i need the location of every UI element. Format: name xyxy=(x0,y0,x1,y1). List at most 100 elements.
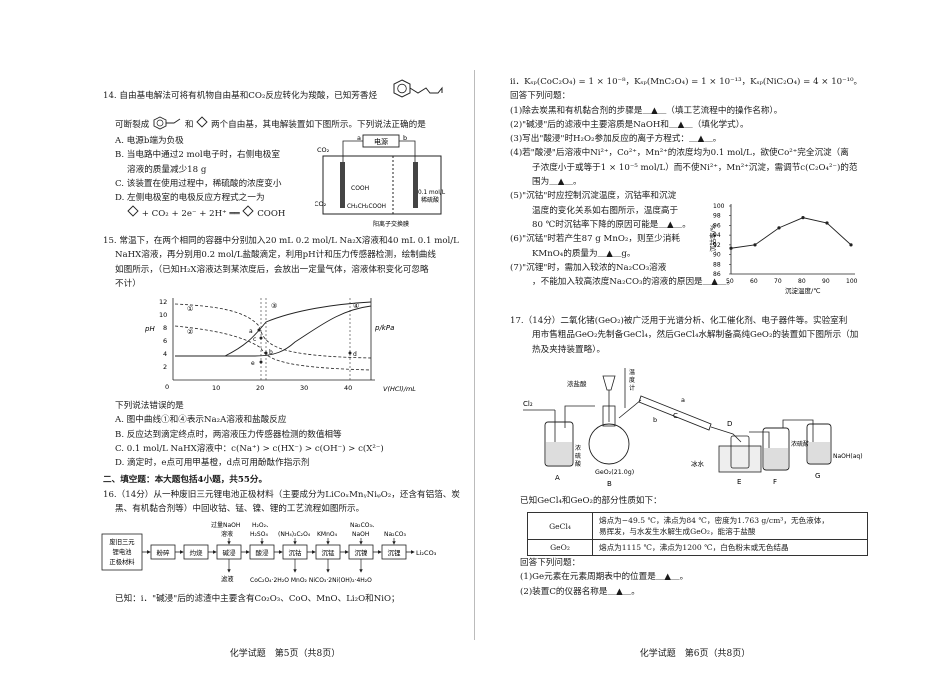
reagent-na2co3-1: Na₂CO₃、 xyxy=(350,522,378,529)
co-chart-xtick: 70 xyxy=(774,278,782,285)
q17-sub1: (1)Ge元素在元素周期表中的位置是＿▲＿。 xyxy=(520,572,689,583)
q16-sub7a: (7)"沉锂"时，需加入较浓的Na₂CO₃溶液 xyxy=(510,262,667,273)
q15-origin: 0 xyxy=(165,383,169,391)
q15-curve-label-2: ② xyxy=(187,328,193,336)
flow-step-acid-leach: 酸浸 xyxy=(256,548,270,557)
q17-stem3: 热及夹持装置略）。 xyxy=(532,344,606,355)
q16-sub3: (3)写出"酸浸"时H₂O₂参加反应的离子方程式：＿▲＿。 xyxy=(510,134,722,145)
q16-continued: ⅱ．Kₛₚ(CoC₂O₄) = 1 × 10⁻⁸，Kₛₚ(MnC₂O₄) = 1… xyxy=(510,75,862,289)
co-chart-ytick: 94 xyxy=(713,232,721,239)
q15-curve-label-1: ① xyxy=(187,305,193,313)
q15-point-b: b xyxy=(269,349,273,356)
flow-start-line1: 废旧三元 xyxy=(109,537,135,546)
q16-sub4a: (4)若"酸浸"后溶液中Ni²⁺，Co²⁺，Mn²⁺的浓度均为0.1 mol/L… xyxy=(510,148,849,159)
q15-stem2: NaHX溶液，再分别用0.2 mol/L盐酸滴定，利用pH计和压力传感器检测，绘… xyxy=(115,250,436,261)
q16-sub4c: 围为＿▲＿。 xyxy=(532,177,582,188)
q15-xtick-10: 10 xyxy=(212,384,220,392)
co2-top-label: CO₂ xyxy=(317,146,330,154)
app-h2so4-a3: 酸 xyxy=(575,460,581,468)
co-chart-xtick: 60 xyxy=(750,278,758,285)
flow-precipitates: CoC₂O₄·2H₂O MnO₂ NiCO₃·2Ni(OH)₂·4H₂O xyxy=(250,577,372,584)
q14-option-c: C. 该装置在使用过程中，稀硫酸的浓度变小 xyxy=(115,178,282,189)
q14-option-d2-product: COOH xyxy=(257,209,286,220)
receiver-e xyxy=(730,435,750,469)
co-chart-ytick: 90 xyxy=(713,252,721,259)
electrolytic-cell xyxy=(322,155,442,215)
app-naoh-label: NaOH(aq) xyxy=(833,453,863,460)
q16-stem2: 黑、有机黏合剂等）中回收钴、锰、镍、锂的工艺流程如图所示。 xyxy=(115,504,365,515)
q15-xtick-20: 20 xyxy=(256,384,264,392)
app-label-f: F xyxy=(773,478,777,486)
q16-sub7b: ，不能加入较高浓度Na₂CO₃的溶液的原因是＿▲＿。 xyxy=(532,277,736,288)
co-chart-data-point xyxy=(825,221,829,225)
q15-curve-label-3: ③ xyxy=(271,302,277,310)
co-chart-data-point xyxy=(849,243,853,247)
q14-stem1-text: 14. 自由基电解法可将有机物自由基和CO₂反应转化为羧酸，已知芳香烃 xyxy=(103,91,378,101)
table-cell-props: 熔点为1115 ℃，沸点为1200 ℃，白色粉末或无色结晶 xyxy=(592,539,868,556)
co-chart-ylabel: 沉钴率/% xyxy=(708,224,717,252)
q15-ytick-2: 2 xyxy=(163,363,167,371)
app-thermo-3: 计 xyxy=(629,384,635,392)
reagent-h2o2: H₂O₂、 xyxy=(252,522,272,529)
reagent-naoh-2: 溶液 xyxy=(221,530,233,538)
q17-answer-heading: 回答下列问题： xyxy=(520,558,581,568)
q14-option-a: A. 电源b端为负极 xyxy=(115,136,184,146)
q16-answer-heading: 回答下列问题： xyxy=(510,91,571,102)
table-prop-line-2: 易挥发，与水发生水解生成GeO₂，能溶于盐酸 xyxy=(599,527,756,536)
co-chart-data-point xyxy=(729,246,733,250)
reagent-naoh-1: 过量NaOH xyxy=(211,521,240,529)
q16-known: 已知：ⅰ．"碱浸"后的滤渣中主要含有Co₂O₃、CoO、MnO、Li₂O和NiO… xyxy=(115,594,400,604)
q15-x-ticks: 10 20 30 40 xyxy=(212,384,352,392)
q15-options: 下列说法错误的是 A. 图中曲线①和④表示Na₂A溶液和盐酸反应 B. 反应达到… xyxy=(115,399,384,470)
app-h2so4-a2: 硫 xyxy=(575,452,581,460)
q15-xtick-40: 40 xyxy=(344,384,352,392)
q14-stem2b: 和 xyxy=(184,120,194,130)
right-electrode xyxy=(413,162,418,208)
q15-curve-1 xyxy=(174,303,372,359)
q16-sub1: (1)除去炭黑和有机黏合剂的步骤是＿▲＿（填工艺流程中的操作名称）。 xyxy=(510,105,783,116)
q15-xtick-30: 30 xyxy=(300,384,308,392)
product-ring-structure xyxy=(242,205,255,218)
q16-process-flowchart: 废旧三元 锂电池 正极材料 粉碎 灼烧 碱浸 酸浸 沉钴 沉锰 沉镍 xyxy=(101,521,437,584)
q16-sub2: (2)"碱浸"后的滤液中主要溶质是NaOH和＿▲＿（填化学式）。 xyxy=(510,119,749,130)
table-row: GeO₂ 熔点为1115 ℃，沸点为1200 ℃，白色粉末或无色结晶 xyxy=(527,539,868,556)
reagent-h2so4: H₂SO₄ xyxy=(250,531,268,538)
table-row: GeCl₄ 熔点为−49.5 ℃，沸点为84 ℃，密度为1.763 g/cm³，… xyxy=(527,512,868,540)
reagent-na2co3-2: Na₂CO₃ xyxy=(384,531,406,538)
q15-point-e: e xyxy=(251,360,255,367)
q16-stem1: 16.（14分）从一种废旧三元锂电池正极材料（主要成分为LiCoₓMnᵧNiᵩO… xyxy=(103,490,460,500)
q15-option-d: D. 滴定时，e点可用甲基橙，d点可用酚酞作指示剂 xyxy=(115,458,310,469)
flow-step-ni-precip: 沉镍 xyxy=(355,548,369,557)
app-thermo-1: 温 xyxy=(629,368,635,376)
flow-step-alkali-leach: 碱浸 xyxy=(223,548,237,557)
cooh-label-2: CH₂CH₂COOH xyxy=(347,204,386,210)
app-geo2-label: GeO₂(21.0g) xyxy=(595,469,634,476)
q17-apparatus-figure: Cl₂ 浓 硫 酸 A 浓盐酸 GeO₂(21.0g) B 温 度 计 a b … xyxy=(523,368,863,488)
electrolysis-apparatus-figure: 电源 a b CO₂ CO₂ COOH CH₂CH₂COOH 0.1 mol/L… xyxy=(315,134,446,228)
reagent-naoh-3: NaOH xyxy=(352,531,369,538)
co-chart-xtick: 50 xyxy=(726,278,734,285)
co-chart-ytick: 86 xyxy=(713,271,721,278)
co-chart-series-line xyxy=(730,217,852,249)
q15-stem4: 不计） xyxy=(115,278,141,289)
q17-stem1: 17.（14分）二氧化锗(GeO₂)被广泛用于光谱分析、化工催化剂、电子器件等。… xyxy=(510,316,848,326)
aromatic-hydrocarbon-structure xyxy=(393,79,443,98)
flow-start-line2: 锂电池 xyxy=(113,547,133,556)
q15-curve-3 xyxy=(175,301,372,357)
q14-stem2c: 两个自由基，其电解装置如下图所示。下列说法正确的是 xyxy=(210,120,426,130)
flow-waste-filtrate: 滤液 xyxy=(221,574,234,583)
co-chart-xtick: 100 xyxy=(846,278,858,285)
left-page-footer: 化学试题 第5页（共8页） xyxy=(229,649,341,659)
page-divider xyxy=(474,70,475,640)
app-label-e: E xyxy=(737,478,741,486)
section-heading: 二、填空题：本大题包括4小题，共55分。 xyxy=(103,475,268,485)
app-label-a: A xyxy=(555,474,560,482)
app-port-b: b xyxy=(653,416,657,424)
app-cl2-label: Cl₂ xyxy=(523,400,533,408)
app-hcl-label: 浓盐酸 xyxy=(567,379,587,388)
co-chart-ytick: 100 xyxy=(713,203,725,210)
membrane-label: 阳离子交换膜 xyxy=(373,220,409,228)
q15-curve-4 xyxy=(175,305,372,357)
